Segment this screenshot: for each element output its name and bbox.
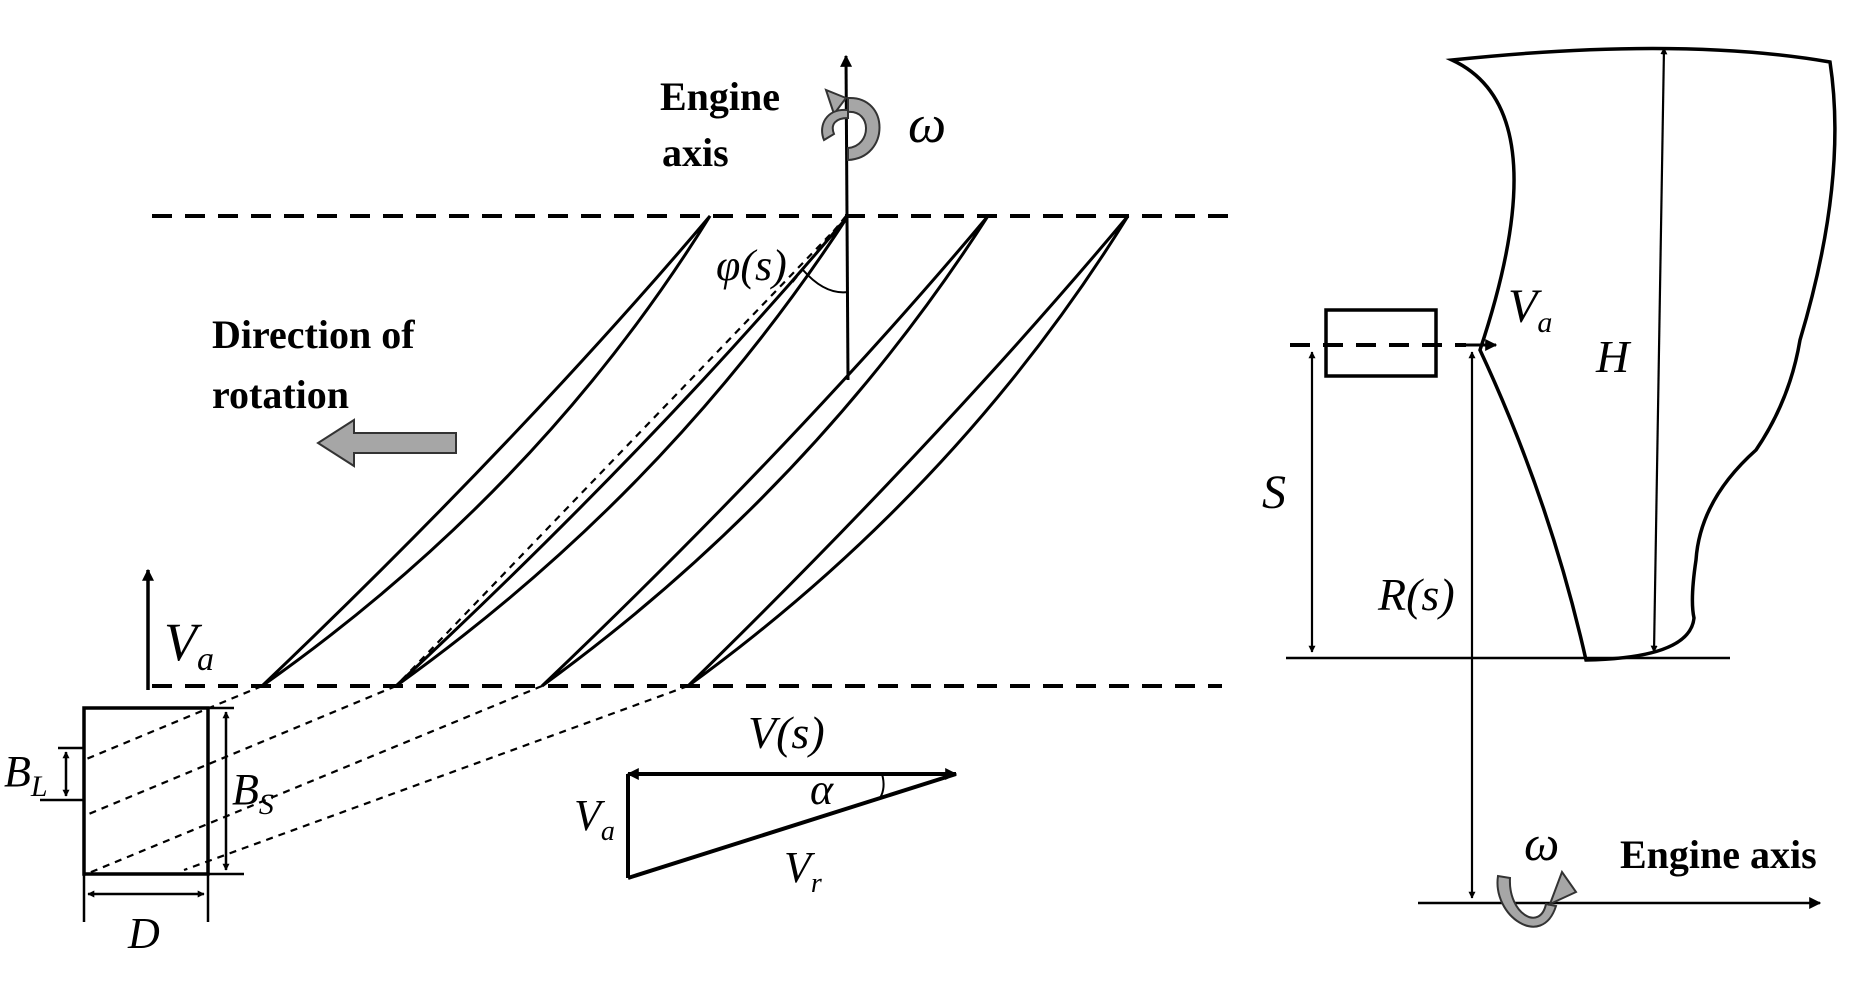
- vr-label: Vr: [784, 843, 822, 899]
- omega-right-symbol: ω: [1524, 815, 1559, 871]
- vs-label: V(s): [748, 707, 825, 758]
- bs-label: BS: [232, 765, 274, 821]
- engine-axis-right-label: Engine axis: [1620, 832, 1817, 877]
- phi-angle-arc: [802, 269, 849, 294]
- alpha-angle-arc: [879, 773, 885, 799]
- engine-axis-label-line2: axis: [662, 130, 729, 175]
- blade-profile-panel: H Va S R(s) ω Engine axis: [1262, 46, 1837, 928]
- bl-label: BL: [4, 747, 48, 803]
- va-main-label: Va: [164, 612, 214, 678]
- alpha-label: α: [810, 765, 834, 814]
- h-label: H: [1595, 331, 1632, 382]
- direction-label-line1: Direction of: [212, 312, 415, 357]
- slot-box: [82, 706, 210, 876]
- omega-symbol: ω: [908, 94, 946, 154]
- vr-vector: [627, 772, 957, 880]
- d-label: D: [127, 909, 160, 958]
- blade-profile-outline: [1445, 46, 1837, 662]
- direction-label-line2: rotation: [212, 372, 349, 417]
- engine-axis-label-line1: Engine: [660, 74, 780, 119]
- flow-lines: [83, 215, 849, 877]
- va-right-label: Va: [1508, 280, 1552, 339]
- rotation-arrow-icon: [821, 88, 881, 162]
- cascade-panel: Engine axis ω φ(s): [4, 54, 1236, 958]
- direction-arrow-icon: [316, 418, 457, 468]
- rs-label: R(s): [1377, 569, 1455, 620]
- h-dimension: [1650, 47, 1668, 653]
- va-triangle-label: Va: [574, 791, 615, 847]
- rotation-arrow-horizontal-icon: [1496, 869, 1578, 928]
- phi-label: φ(s): [716, 241, 787, 290]
- velocity-triangle: V(s) α Va Vr: [574, 707, 958, 899]
- s-label: S: [1262, 466, 1286, 519]
